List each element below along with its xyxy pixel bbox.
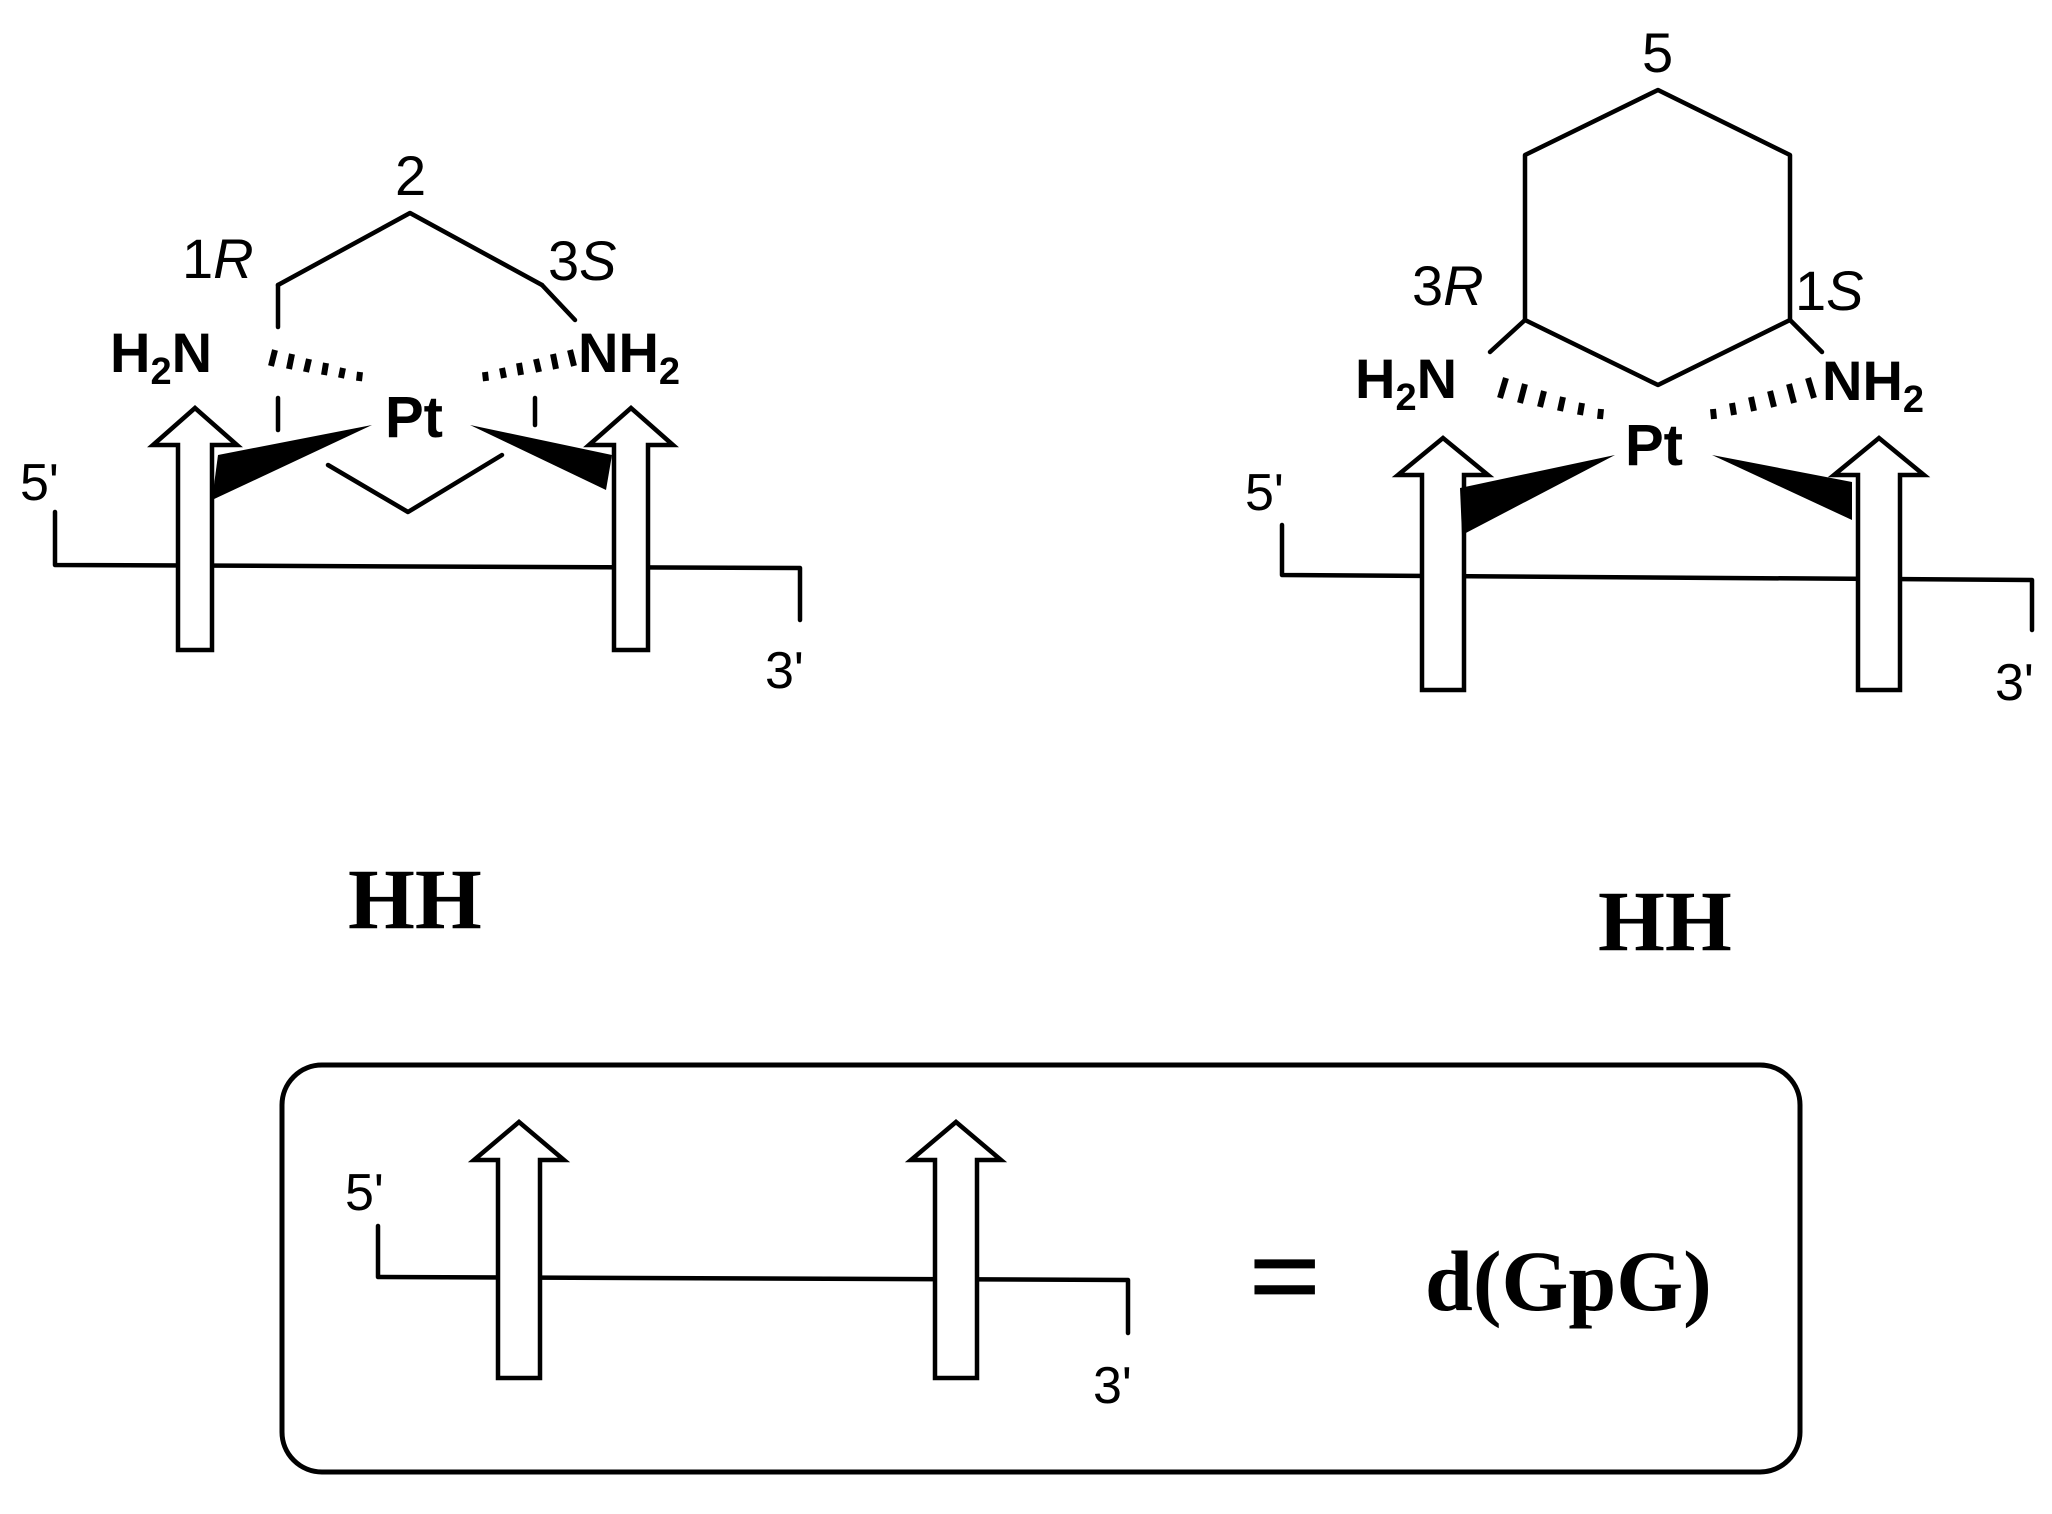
right-caption: HH bbox=[1598, 873, 1732, 969]
right-cyclohexane-ring bbox=[1522, 87, 1793, 388]
left-dna-backbone bbox=[52, 509, 803, 623]
legend-definition: d(GpG) bbox=[1425, 1233, 1712, 1329]
right-wedge-bond-1 bbox=[1460, 455, 1615, 535]
right-c3-label: 3R bbox=[1412, 254, 1484, 317]
left-five-prime-label: 5' bbox=[20, 454, 59, 512]
left-base-arrow-2 bbox=[583, 405, 679, 653]
right-amine-left-label: H2N bbox=[1355, 347, 1457, 419]
left-back-loop bbox=[325, 452, 505, 515]
right-three-prime-label: 3' bbox=[1995, 654, 2034, 712]
left-c3-label: 3S bbox=[548, 229, 617, 292]
left-c3-n-bond bbox=[539, 282, 578, 323]
right-dna-backbone bbox=[1279, 522, 2035, 633]
right-hashed-bond-left bbox=[1497, 377, 1604, 420]
legend-dna-backbone bbox=[375, 1223, 1131, 1336]
legend-frame bbox=[279, 1062, 1803, 1475]
legend-box: 5' 3' = d(GpG) bbox=[279, 1062, 1803, 1475]
left-amine-right-label: NH2 bbox=[578, 321, 680, 393]
left-c1-label: 1R bbox=[182, 227, 254, 290]
left-wedge-bond-1 bbox=[212, 425, 372, 500]
left-caption: HH bbox=[348, 851, 482, 947]
left-wedge-bond-2 bbox=[470, 425, 612, 490]
legend-base-arrow-2 bbox=[904, 1119, 1008, 1381]
legend-base-arrow-1 bbox=[467, 1119, 571, 1381]
right-base-arrow-1 bbox=[1391, 435, 1495, 693]
left-c2-label: 2 bbox=[395, 144, 426, 207]
right-c1-n-bond bbox=[1787, 317, 1825, 355]
right-base-arrow-2 bbox=[1827, 435, 1931, 693]
right-c3-n-bond bbox=[1487, 317, 1528, 355]
left-hashed-bond-right bbox=[482, 349, 577, 382]
legend-three-prime-label: 3' bbox=[1093, 1357, 1132, 1415]
right-amine-right-label: NH2 bbox=[1822, 349, 1924, 421]
right-pt-label: Pt bbox=[1625, 413, 1683, 478]
left-chelate-ring bbox=[275, 210, 545, 288]
left-structure: 2 1R 3S H2N NH2 Pt 5' 3' HH bbox=[20, 144, 804, 947]
left-amine-left-label: H2N bbox=[110, 321, 212, 393]
right-c5-label: 5 bbox=[1642, 21, 1673, 84]
legend-five-prime-label: 5' bbox=[345, 1164, 384, 1222]
left-hashed-bond-left bbox=[268, 349, 363, 382]
right-hashed-bond-right bbox=[1710, 377, 1817, 420]
right-five-prime-label: 5' bbox=[1245, 464, 1284, 522]
right-structure: 5 3R 1S H2N NH2 Pt 5' 3' HH bbox=[1245, 21, 2035, 969]
right-wedge-bond-2 bbox=[1712, 455, 1852, 520]
left-three-prime-label: 3' bbox=[765, 642, 804, 700]
legend-equals-sign: = bbox=[1248, 1205, 1322, 1349]
left-base-arrow-1 bbox=[147, 405, 243, 653]
left-pt-label: Pt bbox=[385, 385, 443, 450]
right-c1-label: 1S bbox=[1795, 259, 1864, 322]
